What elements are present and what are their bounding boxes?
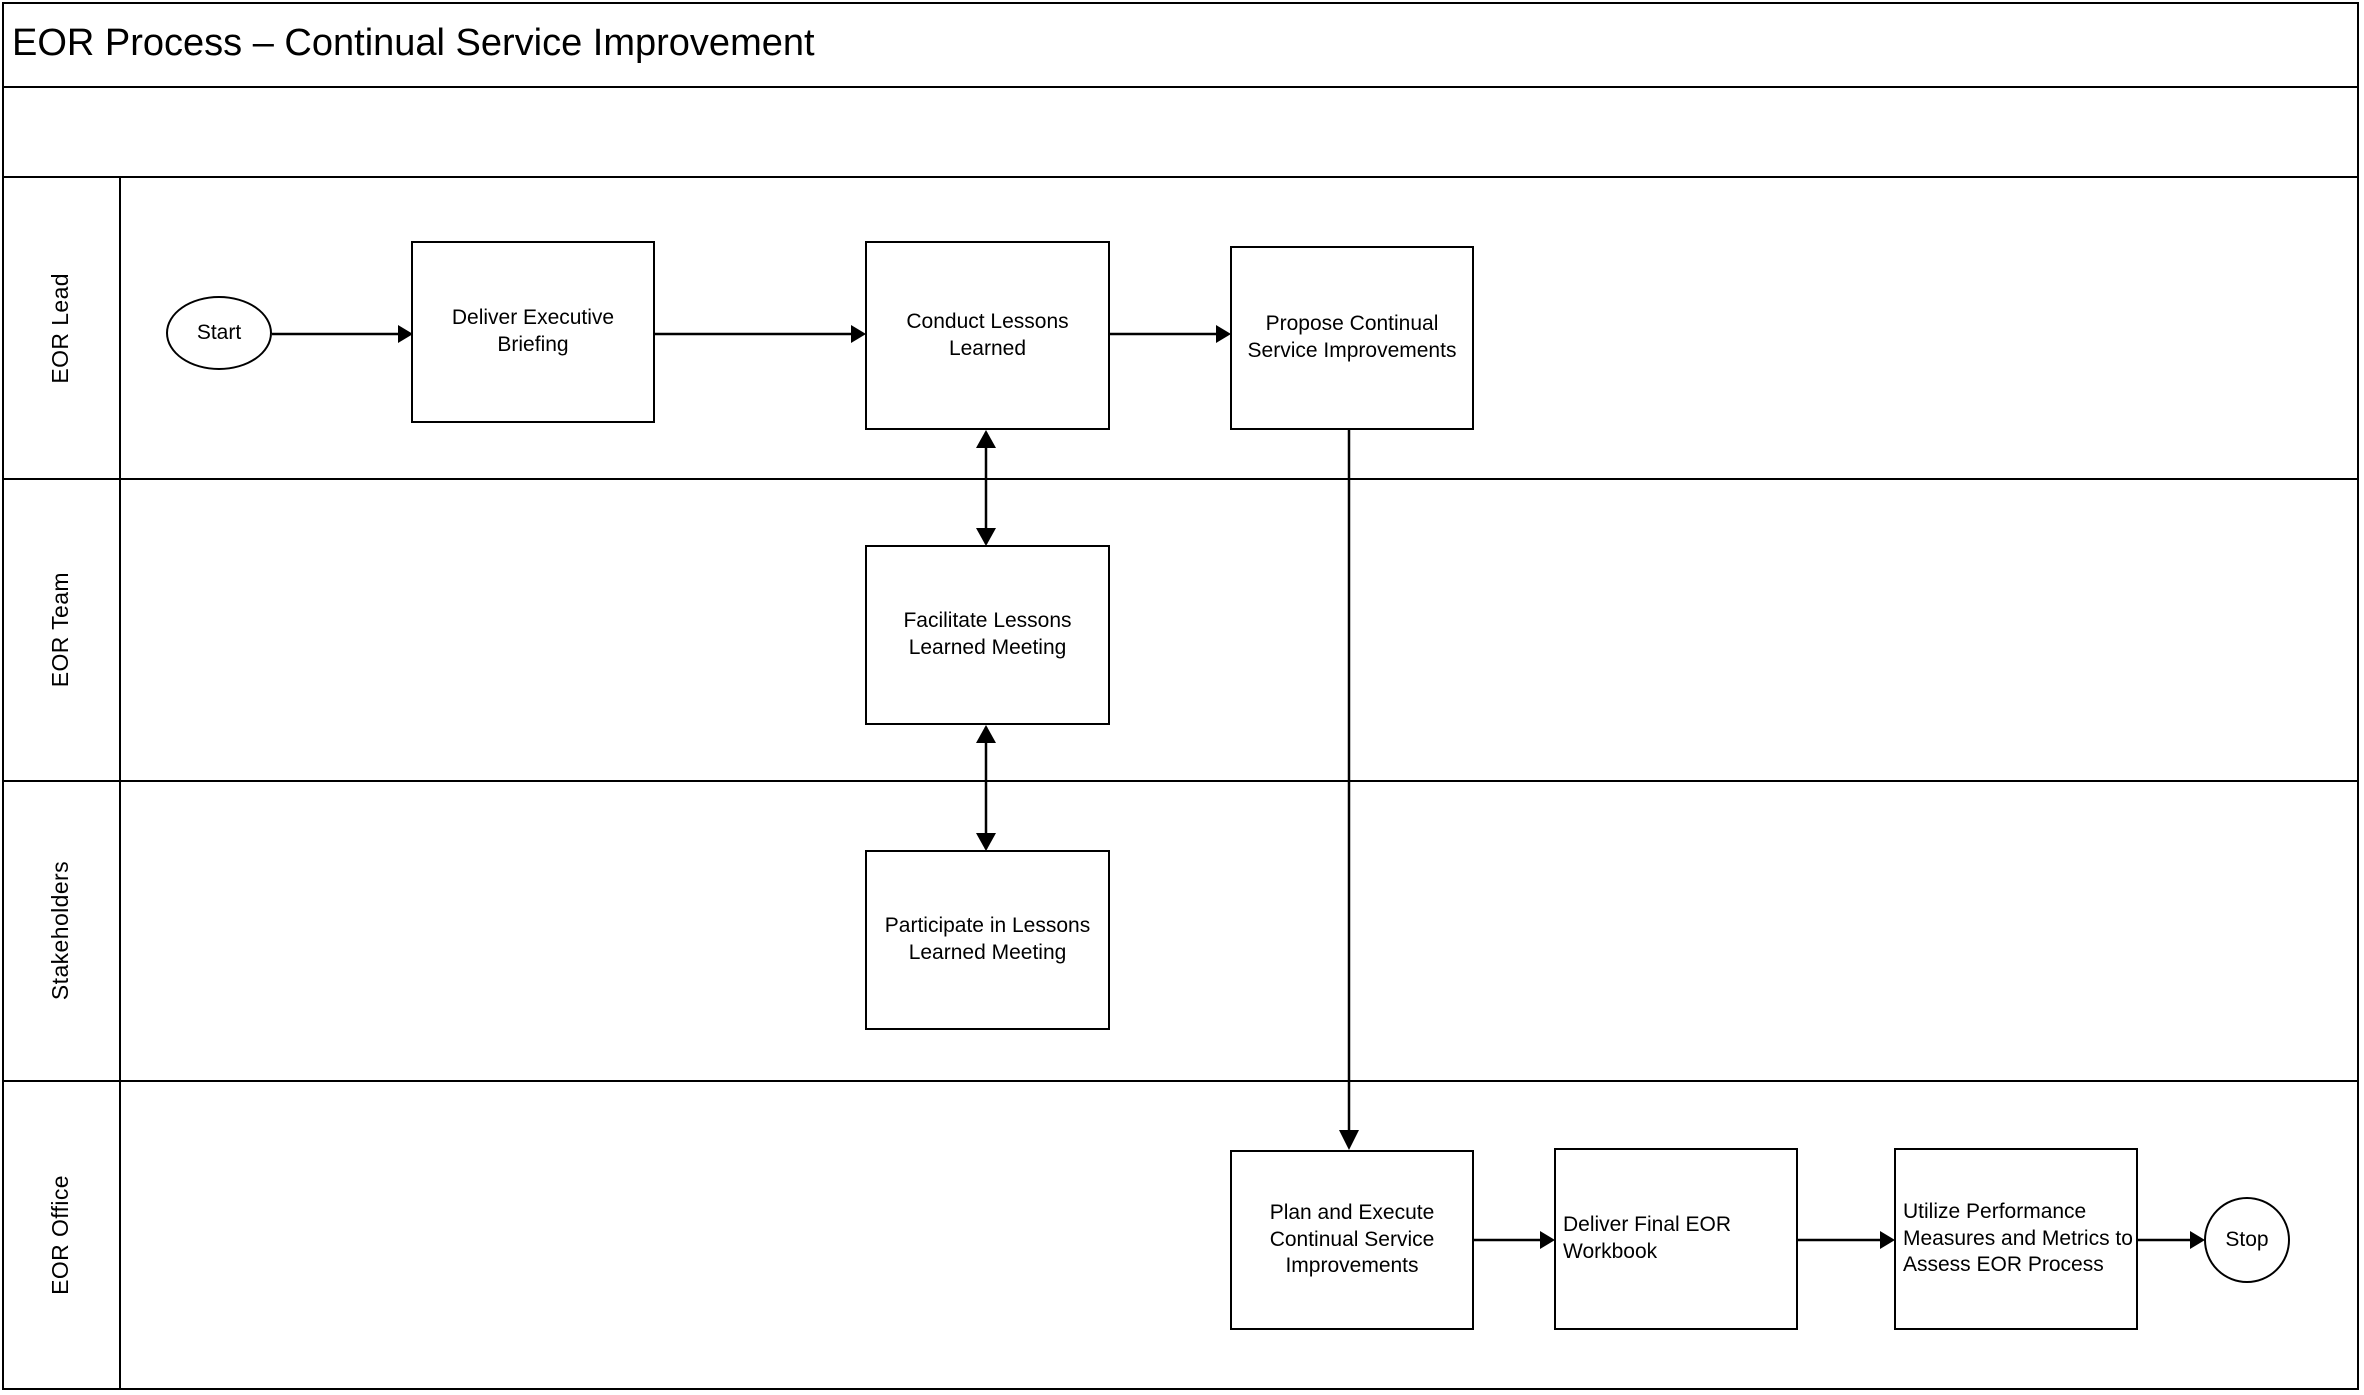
swimlane-eor-team: EOR Team Facilitate Lessons Learned Meet… bbox=[2, 480, 2359, 782]
node-conduct-lessons-learned[interactable]: Conduct Lessons Learned bbox=[865, 241, 1110, 430]
node-stop[interactable]: Stop bbox=[2204, 1197, 2290, 1283]
node-utilize-performance-measures-label: Utilize Performance Measures and Metrics… bbox=[1903, 1199, 2133, 1277]
node-facilitate-lessons-learned-meeting-label: Facilitate Lessons Learned Meeting bbox=[903, 609, 1072, 659]
node-deliver-executive-briefing[interactable]: Deliver Executive Briefing bbox=[411, 241, 655, 423]
lane-body-eor-office: Plan and Execute Continual Service Impro… bbox=[123, 1082, 2359, 1388]
lane-header-eor-team: EOR Team bbox=[2, 480, 121, 780]
node-propose-continual-service-improvements[interactable]: Propose Continual Service Improvements bbox=[1230, 246, 1474, 430]
connector-conduct-facilitate bbox=[972, 428, 1000, 548]
node-utilize-performance-measures[interactable]: Utilize Performance Measures and Metrics… bbox=[1894, 1148, 2138, 1330]
node-participate-in-lessons-learned-meeting[interactable]: Participate in Lessons Learned Meeting bbox=[865, 850, 1110, 1030]
connector-briefing-to-conduct bbox=[655, 323, 871, 345]
swimlane-eor-lead: EOR Lead Start Deliver Executive Briefin… bbox=[2, 178, 2359, 480]
lane-label-eor-office: EOR Office bbox=[47, 1175, 73, 1295]
subtitle-band bbox=[2, 88, 2359, 178]
lane-header-eor-lead: EOR Lead bbox=[2, 178, 121, 478]
lane-label-eor-team: EOR Team bbox=[47, 572, 73, 688]
lane-label-stakeholders: Stakeholders bbox=[47, 861, 73, 1001]
node-stop-label: Stop bbox=[2225, 1228, 2269, 1251]
node-plan-and-execute-continual-service-improvements[interactable]: Plan and Execute Continual Service Impro… bbox=[1230, 1150, 1474, 1330]
node-propose-continual-service-improvements-label: Propose Continual Service Improvements bbox=[1247, 312, 1457, 362]
lane-body-eor-team: Facilitate Lessons Learned Meeting bbox=[123, 480, 2359, 780]
node-deliver-final-eor-workbook-label: Deliver Final EOR Workbook bbox=[1563, 1213, 1732, 1263]
node-deliver-executive-briefing-label: Deliver Executive Briefing bbox=[451, 306, 615, 356]
connector-facilitate-participate bbox=[972, 723, 1000, 853]
lane-label-eor-lead: EOR Lead bbox=[47, 272, 73, 384]
swimlane-eor-office: EOR Office Plan and Execute Continual Se… bbox=[2, 1082, 2359, 1388]
node-plan-and-execute-continual-service-improvements-label: Plan and Execute Continual Service Impro… bbox=[1269, 1200, 1435, 1278]
title-band: EOR Process – Continual Service Improvem… bbox=[2, 2, 2359, 88]
lane-body-eor-lead: Start Deliver Executive Briefing Conduct… bbox=[123, 178, 2359, 478]
node-deliver-final-eor-workbook[interactable]: Deliver Final EOR Workbook bbox=[1554, 1148, 1798, 1330]
connector-start-to-briefing bbox=[272, 323, 418, 345]
node-participate-in-lessons-learned-meeting-label: Participate in Lessons Learned Meeting bbox=[884, 914, 1091, 964]
diagram-title: EOR Process – Continual Service Improvem… bbox=[12, 22, 815, 65]
node-start-label: Start bbox=[196, 321, 242, 344]
connector-plan-to-workbook bbox=[1474, 1229, 1560, 1251]
connector-conduct-to-propose bbox=[1110, 323, 1236, 345]
lane-body-stakeholders: Participate in Lessons Learned Meeting bbox=[123, 782, 2359, 1080]
node-facilitate-lessons-learned-meeting[interactable]: Facilitate Lessons Learned Meeting bbox=[865, 545, 1110, 725]
lane-header-stakeholders: Stakeholders bbox=[2, 782, 121, 1080]
node-conduct-lessons-learned-label: Conduct Lessons Learned bbox=[906, 309, 1069, 360]
swimlane-stakeholders: Stakeholders Participate in Lessons Lear… bbox=[2, 782, 2359, 1082]
connector-utilize-to-stop bbox=[2138, 1229, 2210, 1251]
node-start[interactable]: Start bbox=[166, 296, 272, 370]
lane-header-eor-office: EOR Office bbox=[2, 1082, 121, 1388]
connector-workbook-to-utilize bbox=[1798, 1229, 1900, 1251]
connector-propose-to-plan bbox=[1335, 428, 1363, 1154]
